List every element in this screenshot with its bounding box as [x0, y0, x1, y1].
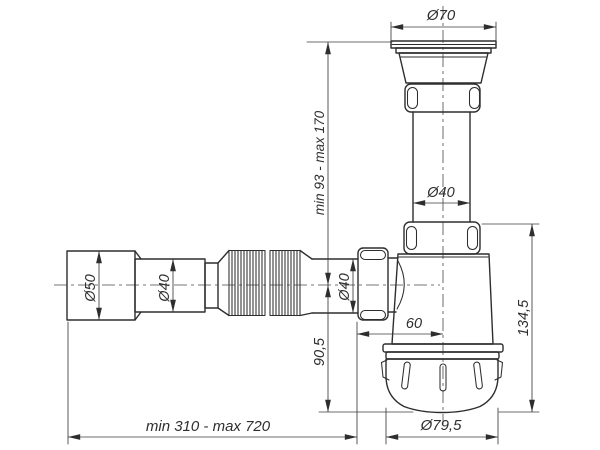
upper-nut	[404, 83, 481, 113]
dim-label-length-range: min 310 - max 720	[146, 418, 271, 435]
trap-cup	[380, 358, 504, 414]
cup-rib	[473, 361, 483, 390]
dim-label-inlet-to-bottom: 90,5	[312, 337, 328, 366]
dim-length-range: min 310 - max 720	[67, 321, 358, 445]
cup-tab-right	[494, 359, 504, 381]
dim-label-cup-diameter: Ø79,5	[420, 417, 463, 434]
dim-height-range: min 93 - max 170	[306, 41, 393, 285]
corrugation-section-1	[228, 249, 266, 317]
hose-collar	[204, 262, 219, 309]
cup-tab-left	[380, 359, 390, 381]
dim-label-hose-diameter: Ø40	[157, 274, 173, 302]
dim-label-tailpipe-diameter: Ø40	[426, 185, 454, 201]
corrugation-section-2	[269, 249, 301, 317]
cup-ring-lower	[385, 351, 500, 360]
dim-label-flange-diameter: Ø70	[426, 7, 456, 24]
dim-hose-diameter: Ø40	[157, 259, 176, 312]
dim-label-cuff-diameter: Ø50	[83, 274, 99, 302]
cup-rib	[439, 363, 447, 392]
dim-outlet-offset: 60	[357, 316, 443, 337]
dim-cup-diameter: Ø79,5	[385, 407, 499, 445]
dim-tailpipe-diameter: Ø40	[413, 185, 470, 206]
flexible-hose	[66, 249, 359, 321]
tailpipe	[412, 111, 471, 223]
dim-hose-end-diameter: Ø40	[337, 259, 356, 313]
inlet-fillet	[396, 260, 405, 310]
dim-label-hose-end-diameter: Ø40	[337, 273, 353, 301]
side-inlet-nut	[357, 247, 389, 321]
dim-inlet-to-bottom: 90,5	[312, 285, 414, 413]
trap-body	[382, 253, 504, 360]
trap-top-nut	[403, 221, 481, 255]
sink-flange	[390, 40, 497, 84]
dim-cuff-diameter: Ø50	[83, 251, 102, 320]
cup-rib	[401, 361, 411, 390]
dim-label-trap-height: 134,5	[516, 299, 532, 336]
dim-flange-diameter: Ø70	[390, 7, 497, 41]
dim-label-height-range: min 93 - max 170	[312, 110, 327, 215]
dim-trap-height: 134,5	[481, 223, 540, 413]
dim-label-outlet-offset: 60	[406, 316, 422, 332]
hose-cuff	[66, 250, 136, 321]
